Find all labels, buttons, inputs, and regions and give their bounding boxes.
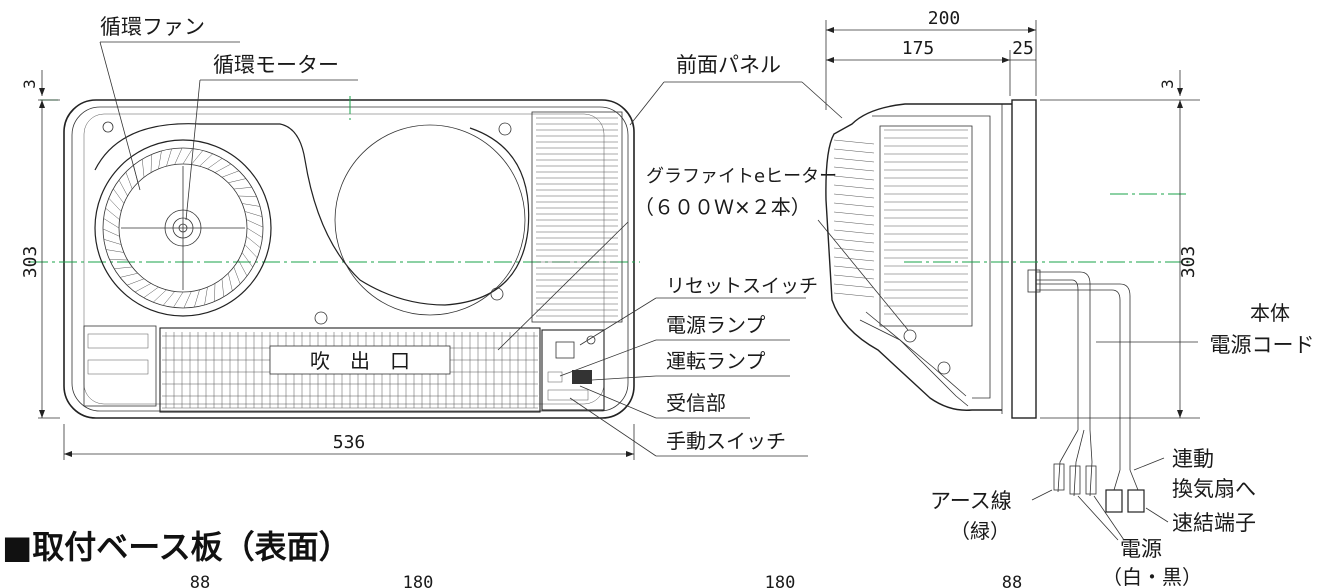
front-top-gap-dim: 3 [20,79,39,89]
base-dim-1: 88 [190,573,210,588]
side-dimensions: 200 175 25 3 303 [825,8,1200,419]
front-view: 吹 出 口 [30,96,640,419]
front-height-dim: 303 [20,246,41,279]
side-height-dim: 303 [1178,246,1199,279]
heater-label-line1: グラファイトeヒーター [646,166,837,187]
control-panel [541,329,605,411]
reset-switch-label: リセットスイッチ [666,275,818,297]
wire-ends [1053,429,1145,513]
circulation-fan [94,139,272,317]
power-label-line2: （白・黒） [1102,565,1202,588]
heater-label-line2: （６００Ｗ×２本） [634,195,811,219]
side-top-gap-dim: 3 [1158,79,1177,89]
base-plate-section: ■取付ベース板（表面） 88 180 180 88 [2,528,1022,588]
connector-label: 速結端子 [1172,511,1256,535]
outlet-label: 吹 出 口 [310,349,410,373]
front-dimensions: 3 303 536 [20,70,635,460]
cord-label-line1: 本体 [1250,301,1290,325]
power-lamp-label: 電源ランプ [666,313,765,337]
interlock-label-line2: 換気扇へ [1172,477,1256,501]
side-depth-total-dim: 200 [928,8,961,29]
manual-switch-label: 手動スイッチ [666,429,786,453]
front-width-dim: 536 [333,432,366,453]
front-callouts: 循環ファン 循環モーター 前面パネル グラファイトeヒーター （６００Ｗ×２本）… [99,15,909,457]
run-lamp-label: 運転ランプ [666,349,765,373]
motor-label: 循環モーター [213,53,339,77]
fan-label: 循環ファン [100,15,205,39]
front-panel-label: 前面パネル [676,53,781,77]
side-depth-panel-dim: 25 [1012,38,1034,59]
power-label-line1: 電源 [1120,537,1162,561]
base-plate-title: ■取付ベース板（表面） [2,528,351,566]
side-depth-body-dim: 175 [902,38,935,59]
earth-label-line2: （緑） [950,519,1010,543]
cord-label-line2: 電源コード [1210,333,1315,357]
earth-label-line1: アース線 [930,489,1012,513]
base-dim-4: 88 [1002,573,1022,588]
interlock-label-line1: 連動 [1172,447,1214,471]
receiver-label: 受信部 [666,391,726,415]
side-view [825,99,1190,513]
base-dim-3: 180 [765,573,796,588]
side-callouts: 本体 電源コード 連動 換気扇へ 速結端子 アース線 （緑） 電源 （白・黒） [930,301,1315,588]
base-dim-2: 180 [403,573,434,588]
